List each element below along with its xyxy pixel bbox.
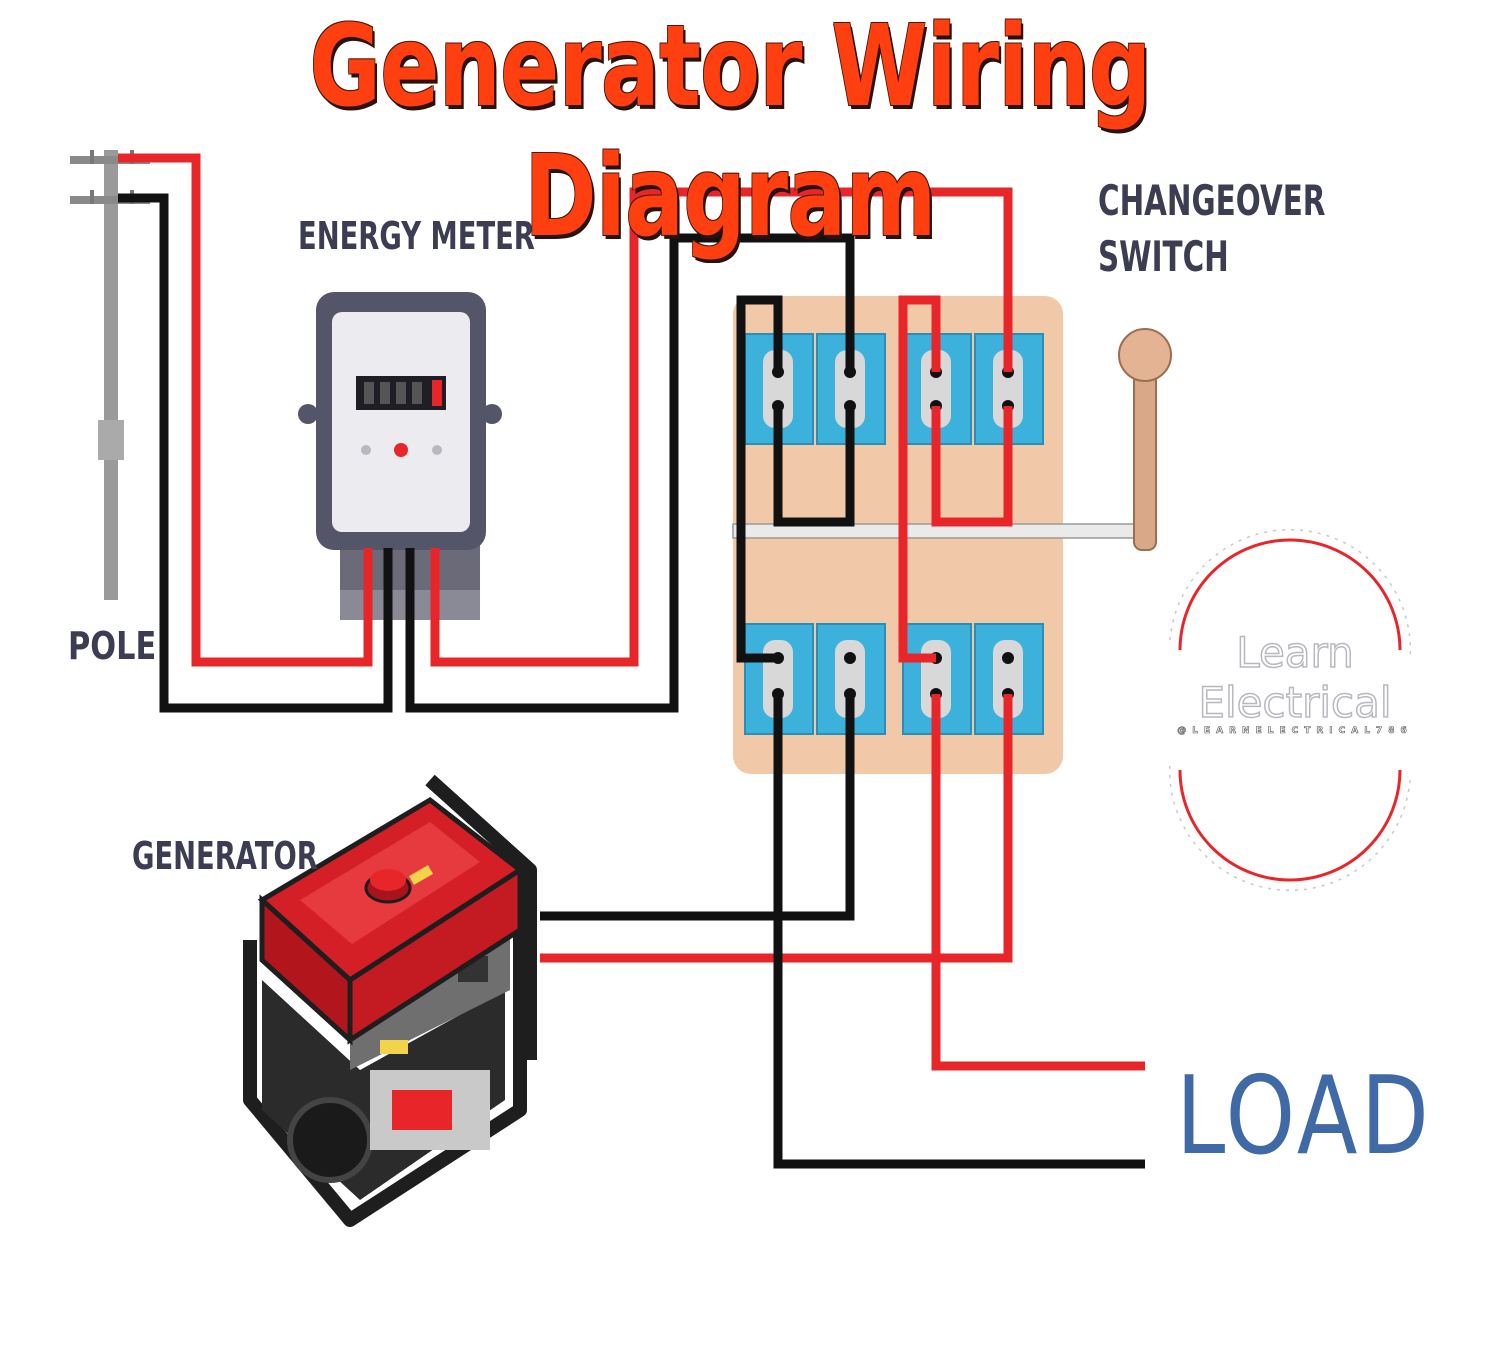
changeover-label-line1: CHANGEOVER — [1098, 176, 1326, 225]
watermark-logo: Learn Electrical @LEARNELECTRICAL786 — [1150, 580, 1440, 840]
utility-pole-icon — [70, 150, 150, 600]
load-label: LOAD — [1176, 1054, 1433, 1179]
diagram-title: Generator Wiring Diagram — [309, 2, 1151, 262]
watermark-ring — [1168, 528, 1412, 892]
live-wires — [118, 153, 1145, 1071]
energy-meter-icon — [298, 292, 502, 620]
generator-icon — [243, 774, 537, 1227]
switch-handle-icon — [732, 328, 1172, 551]
energy-meter-label: ENERGY METER — [298, 214, 535, 258]
watermark-handle: @LEARNELECTRICAL786 — [1177, 726, 1413, 737]
watermark-line2: Electrical — [1198, 677, 1393, 728]
changeover-label-line2: SWITCH — [1098, 232, 1229, 281]
generator-label: GENERATOR — [132, 834, 318, 878]
neutral-wires — [118, 193, 1145, 1169]
pole-label: POLE — [68, 624, 157, 668]
watermark-line1: Learn — [1236, 627, 1355, 678]
